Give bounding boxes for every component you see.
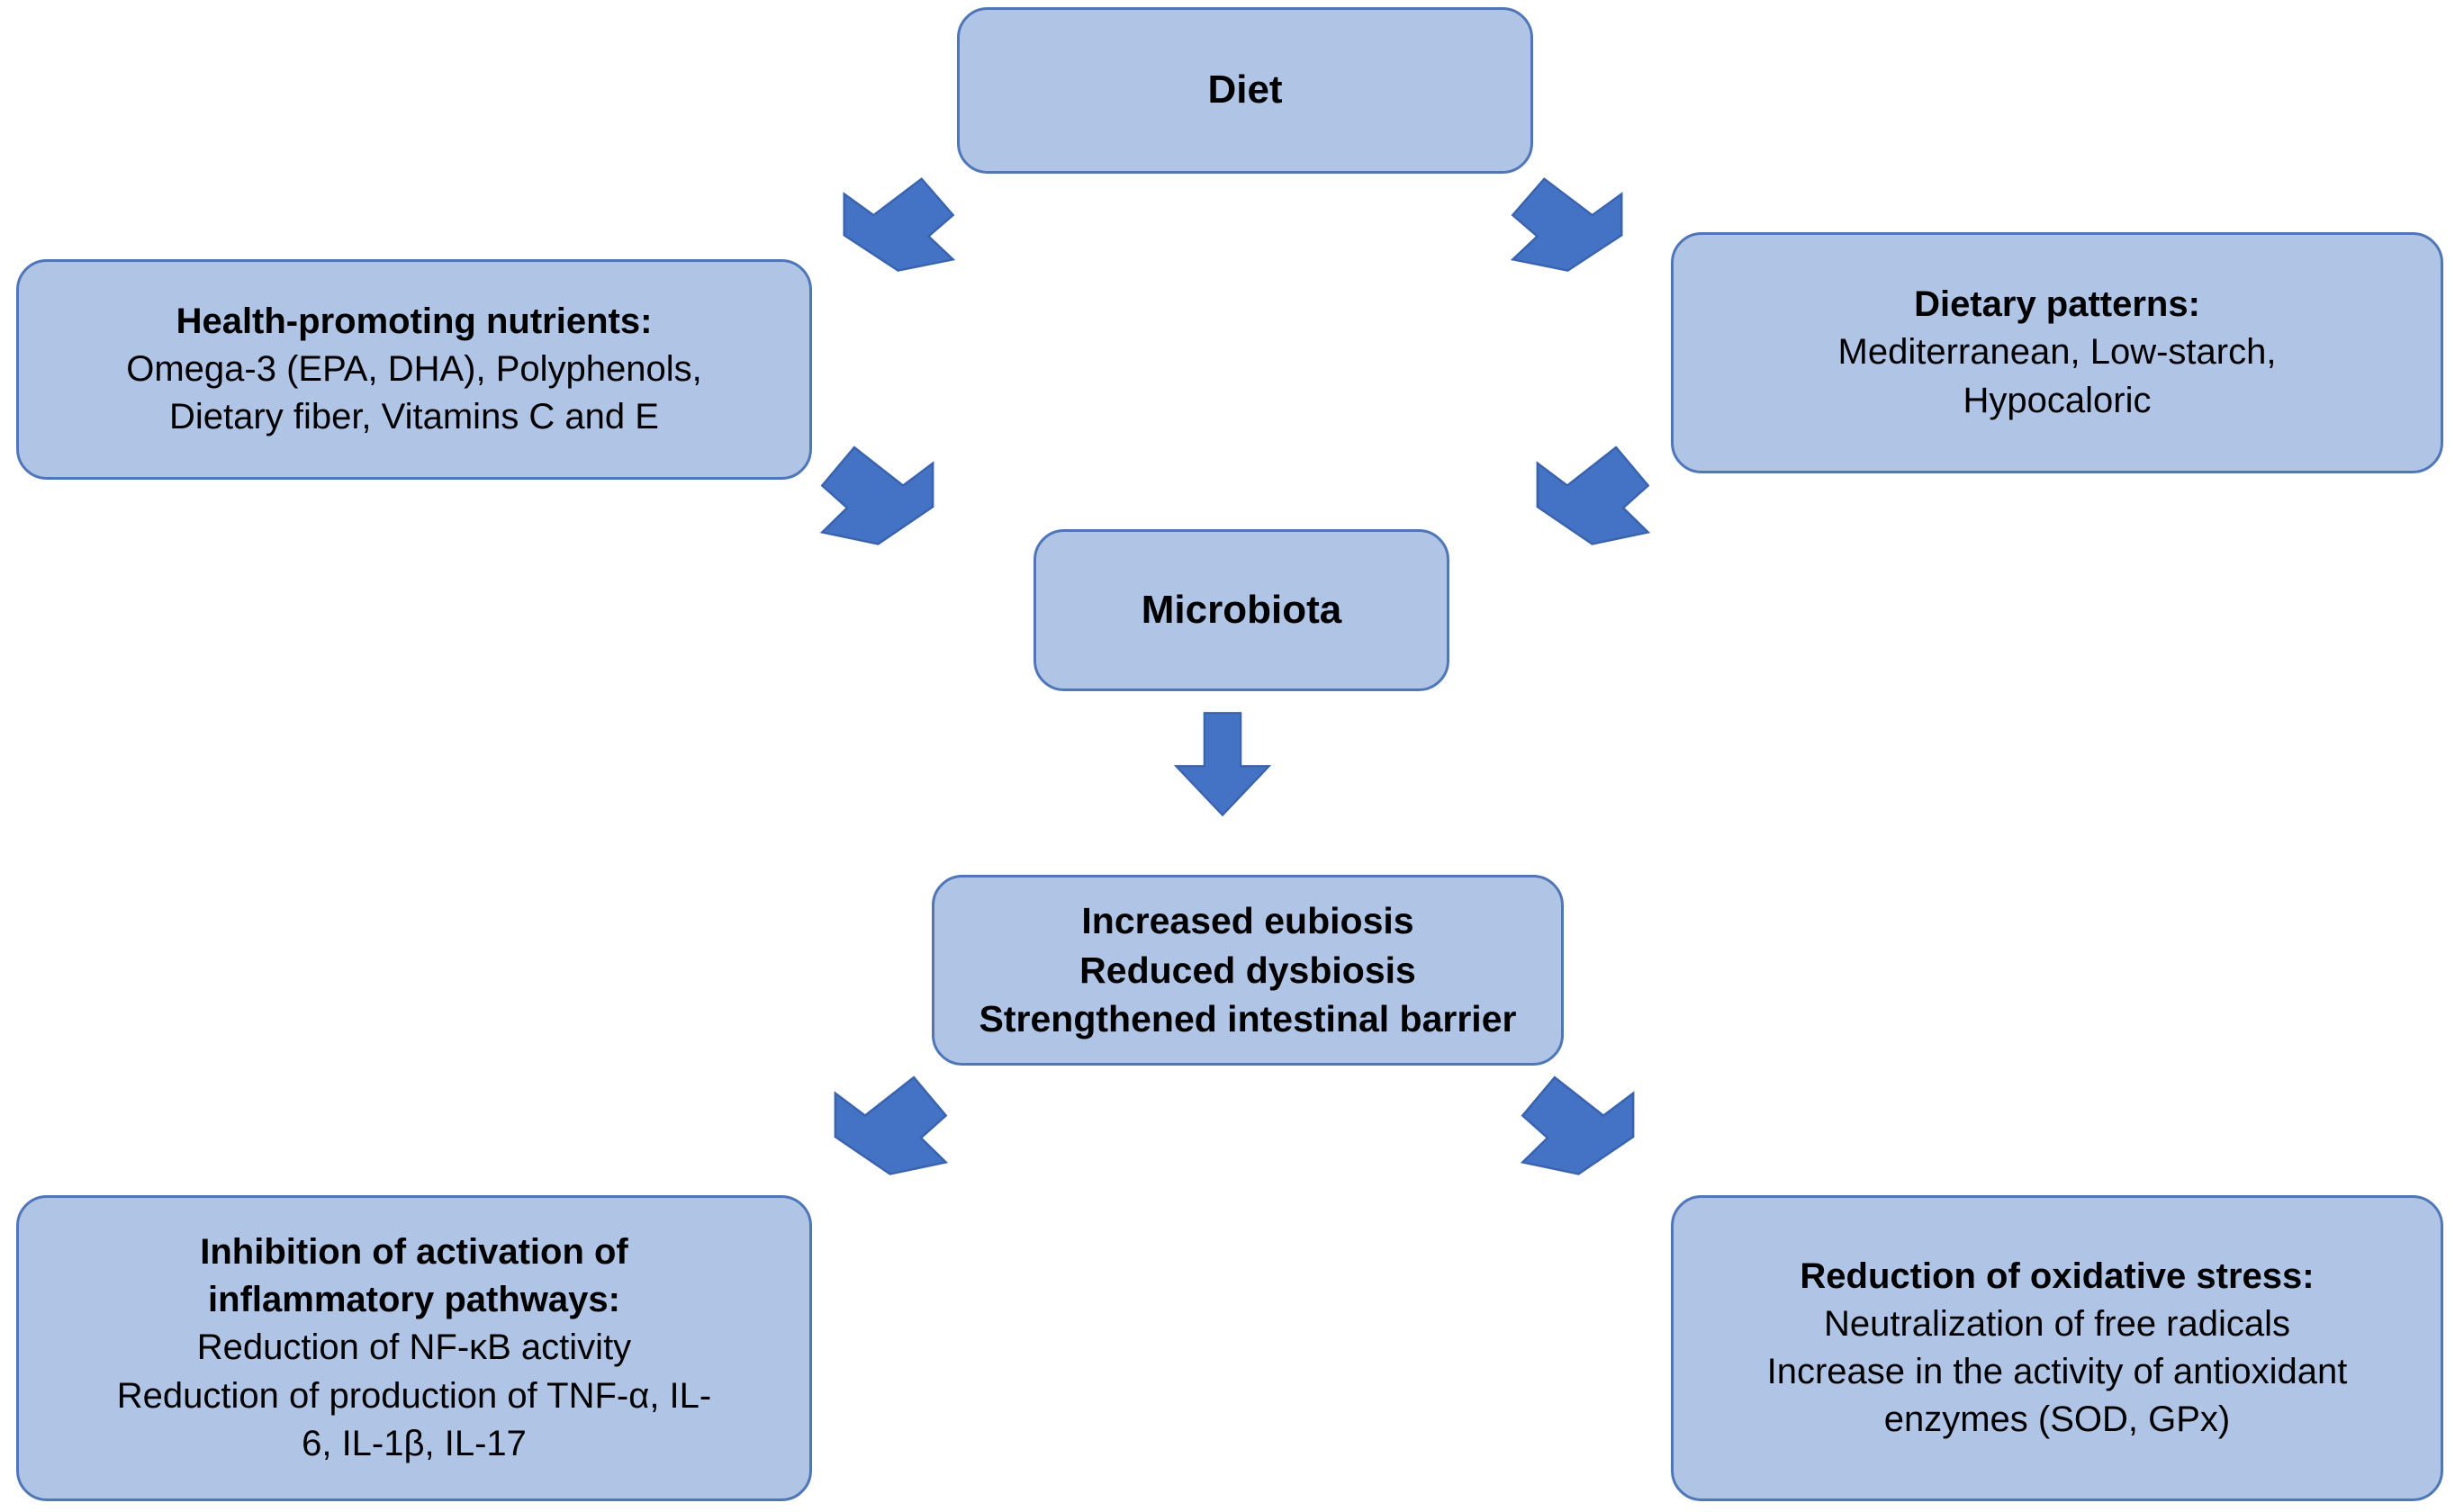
down-right-arrow-icon: [1520, 1076, 1635, 1175]
node-eubiosis-line-0: Increased eubiosis: [1081, 900, 1414, 942]
node-health-nutrients-line-0: Health-promoting nutrients:: [176, 301, 653, 341]
down-left-arrow-icon: [843, 177, 956, 272]
node-oxidative-line-3: enzymes (SOD, GPx): [1883, 1400, 2231, 1440]
node-inflammation-line-2: Reduction of NF-κB activity: [196, 1328, 632, 1368]
node-dietary-patterns-line-2: Hypocaloric: [1963, 380, 2152, 420]
node-oxidative-line-0: Reduction of oxidative stress:: [1800, 1256, 2315, 1296]
node-inflammation-line-3: Reduction of production of TNF-α, IL-: [116, 1375, 712, 1416]
node-diet-line-0: Diet: [1207, 68, 1283, 112]
down-left-arrow-icon: [834, 1076, 949, 1175]
node-eubiosis-line-2: Strengthened intestinal barrier: [979, 998, 1517, 1040]
node-health-nutrients-line-2: Dietary fiber, Vitamins C and E: [169, 397, 659, 437]
node-eubiosis-line-1: Reduced dysbiosis: [1079, 949, 1416, 991]
node-microbiota-line-0: Microbiota: [1141, 587, 1342, 632]
node-inflammation-line-1: inflammatory pathways:: [208, 1280, 620, 1320]
node-health-nutrients-line-1: Omega-3 (EPA, DHA), Polyphenols,: [126, 348, 702, 389]
node-dietary-patterns-line-0: Dietary patterns:: [1914, 284, 2200, 325]
node-eubiosis[interactable]: Increased eubiosis Reduced dysbiosis Str…: [932, 875, 1564, 1066]
node-inflammation-line-4: 6, IL-1β, IL-17: [302, 1423, 527, 1463]
arrow-health-nutrients-to-microbiota: [819, 441, 940, 547]
down-right-arrow-icon: [1510, 177, 1623, 272]
arrow-diet-to-dietary-patterns: [1510, 173, 1629, 274]
node-health-promoting-nutrients[interactable]: Health-promoting nutrients: Omega-3 (EPA…: [16, 259, 812, 480]
node-inflammatory-pathways[interactable]: Inhibition of activation of inflammatory…: [16, 1195, 812, 1501]
down-right-arrow-icon: [819, 446, 934, 545]
arrow-diet-to-health-nutrients: [837, 173, 956, 274]
arrow-microbiota-to-eubiosis: [1172, 711, 1273, 817]
down-arrow-icon: [1173, 712, 1272, 817]
node-diet[interactable]: Diet: [957, 7, 1533, 174]
arrow-eubiosis-to-oxidative: [1520, 1071, 1640, 1177]
node-dietary-patterns-line-1: Mediterranean, Low-starch,: [1837, 332, 2277, 373]
node-microbiota[interactable]: Microbiota: [1033, 529, 1449, 691]
arrow-eubiosis-to-inflammation: [828, 1071, 949, 1177]
node-dietary-patterns[interactable]: Dietary patterns: Mediterranean, Low-sta…: [1671, 232, 2443, 473]
node-inflammation-line-0: Inhibition of activation of: [200, 1232, 628, 1273]
arrow-dietary-patterns-to-microbiota: [1530, 441, 1651, 547]
down-left-arrow-icon: [1536, 446, 1651, 545]
node-oxidative-line-1: Neutralization of free radicals: [1823, 1303, 2291, 1344]
node-oxidative-stress[interactable]: Reduction of oxidative stress: Neutraliz…: [1671, 1195, 2443, 1501]
node-oxidative-line-2: Increase in the activity of antioxidant: [1766, 1352, 2348, 1391]
